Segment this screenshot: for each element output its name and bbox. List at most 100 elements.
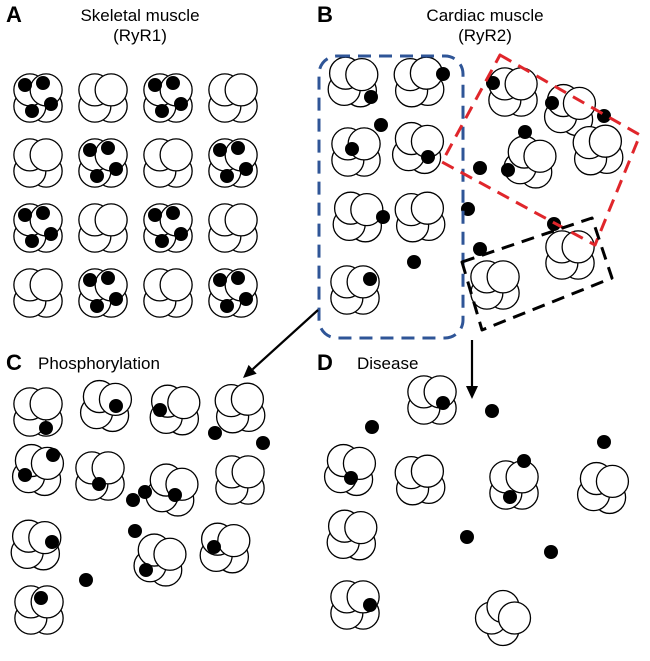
ryr-subunit [159,138,193,172]
ryr-subunit [224,73,258,107]
ryr-subunit [94,203,128,237]
ryr-subunit [345,57,379,92]
ryr-subunit [94,73,128,107]
fkbp-dot [79,573,93,587]
fkbp-dot [220,169,234,183]
panel-a-title-line1: Skeletal muscle [80,6,200,25]
fkbp-dot [148,78,162,92]
fkbp-dot [128,524,142,538]
fkbp-dot [460,530,474,544]
cardiac-ryr-tetramer [545,230,595,280]
ryr-subunit [153,537,187,571]
fkbp-dot [44,97,58,111]
fkbp-dot [83,143,97,157]
disease-ryr-tetramer [323,443,377,497]
panel-b-label: B [317,2,333,27]
fkbp-dot [90,299,104,313]
fkbp-dot [344,471,358,485]
fkbp-dot [36,76,50,90]
skeletal-ryr-tetramer [78,73,128,123]
fkbp-dot [208,426,222,440]
ryr-subunit [29,387,63,421]
ryr-subunit [523,139,557,173]
arrow-to-disease [466,340,478,399]
ryr-subunit [504,67,538,101]
ryr-subunit [231,455,265,489]
fkbp-dot [153,403,167,417]
fkbp-dot [36,206,50,220]
fkbp-dot [174,227,188,241]
fkbp-dot [166,206,180,220]
cardiac-ryr-tetramer [330,265,380,315]
panel-c-title: Phosphorylation [38,354,160,373]
panel-a-title: Skeletal muscle (RyR1) [40,6,240,45]
fkbp-dot [109,292,123,306]
skeletal-ryr-tetramer [13,138,63,188]
fkbp-dot [168,488,182,502]
fkbp-dots [18,67,611,612]
panel-a-title-line2: (RyR1) [113,25,167,45]
panel-b-title: Cardiac muscle (RyR2) [390,6,580,45]
cardiac-ryr-tetramer [332,191,384,243]
ryr-subunit [167,385,201,420]
phosphorylated-ryr-tetramer [13,387,63,437]
fkbp-dot [45,535,59,549]
fkbp-dot [148,208,162,222]
ryr-subunit [230,382,265,416]
phosphorylated-ryr-tetramer [214,382,266,434]
fkbp-dot [503,490,517,504]
ryr-subunit [595,464,630,499]
panel-d-label: D [317,350,333,375]
fkbp-dot [101,271,115,285]
ryr-subunit [561,230,595,264]
ryr-subunit [217,523,251,558]
panel-a-label: A [6,2,22,27]
skeletal-ryr-tetramer [143,138,193,188]
ryr-subunit [410,191,445,225]
cardiac-ryr-tetramer [470,260,520,310]
fkbp-dot [138,485,152,499]
fkbp-dot [90,169,104,183]
fkbp-dot [213,143,227,157]
fkbp-dot [517,454,531,468]
fkbp-dot [363,598,377,612]
cardiac-ryr-tetramer [488,67,538,117]
skeletal-ryr-tetramer [78,203,128,253]
fkbp-dot [501,163,515,177]
fkbp-dot [39,421,53,435]
fkbp-dot [139,563,153,577]
fkbp-dot [44,227,58,241]
ryr-subunit [486,260,520,294]
ryr-subunit [497,601,532,635]
fkbp-dot [421,150,435,164]
fkbp-dot [239,162,253,176]
disease-ryr-tetramer [576,461,630,515]
fkbp-dot [231,271,245,285]
fkbp-dot [544,545,558,559]
fkbp-dot [46,448,60,462]
fkbp-dot [436,396,450,410]
ryr-subunit [350,192,384,227]
fkbp-dot [155,234,169,248]
blue-dashed-box [317,54,465,340]
fkbp-dot [83,273,97,287]
fkbp-dot [485,404,499,418]
fkbp-dot [220,299,234,313]
phosphorylated-ryr-tetramer [145,463,199,517]
ryr-subunit [588,124,623,158]
cardiac-ryr-tetramer [327,56,379,108]
fkbp-dot [436,67,450,81]
panel-b-title-line2: (RyR2) [458,25,512,45]
fkbp-dot [207,540,221,554]
fkbp-dot [256,436,270,450]
fkbp-dot [239,292,253,306]
fkbp-dot [18,468,32,482]
fkbp-dot [126,493,140,507]
fkbp-dot [363,272,377,286]
fkbp-dot [166,76,180,90]
fkbp-dot [473,242,487,256]
ryr-subunit [159,268,193,302]
black-dashed-box [460,216,614,332]
fkbp-dot [518,125,532,139]
